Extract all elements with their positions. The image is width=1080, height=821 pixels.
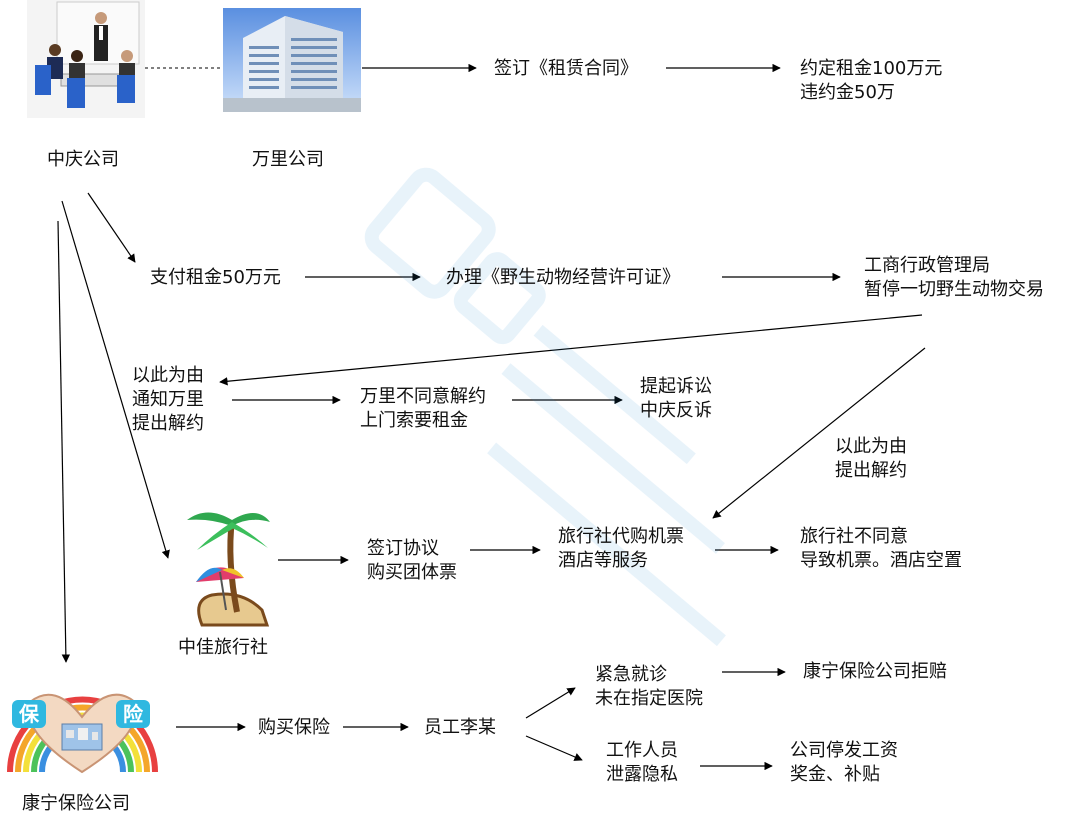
node-refuse-claim: 康宁保险公司拒赔 — [803, 661, 947, 682]
node-license: 办理《野生动物经营许可证》 — [446, 267, 680, 288]
node-pay-rent: 支付租金50万元 — [150, 267, 281, 288]
meeting-picture — [27, 0, 145, 118]
node-notify: 以此为由通知万里提出解约 — [132, 365, 204, 434]
building-picture — [223, 8, 361, 112]
arrow-bureau-to-notify — [219, 314, 923, 386]
arrow-employee-to-emergency — [525, 687, 576, 719]
insurance-picture: 保 险 — [0, 672, 165, 782]
arrow-zhongqing-to-pay — [87, 192, 136, 263]
node-kangning: 康宁保险公司 — [22, 793, 130, 814]
node-staff: 工作人员泄露隐私 — [606, 740, 678, 785]
node-zhongqing: 中庆公司 — [47, 149, 119, 170]
node-buy-insurance: 购买保险 — [258, 717, 330, 738]
beach-picture — [182, 500, 272, 628]
node-zhongjia: 中佳旅行社 — [178, 637, 268, 658]
node-employee: 员工李某 — [424, 717, 496, 738]
node-sign-agreement: 签订协议购买团体票 — [367, 538, 457, 583]
node-wanli: 万里公司 — [252, 149, 324, 170]
node-wanli-refuse: 万里不同意解约上门索要租金 — [360, 386, 486, 431]
arrow-employee-to-staff — [525, 735, 583, 761]
node-stop-pay: 公司停发工资奖金、补贴 — [790, 740, 898, 785]
node-agency-refuse: 旅行社不同意导致机票。酒店空置 — [800, 526, 962, 571]
arrow-zhongqing-to-zhongjia — [61, 200, 170, 559]
node-agreed-rent: 约定租金100万元违约金50万 — [800, 58, 943, 103]
insurance-sign-xian: 险 — [116, 700, 150, 728]
arrow-bureau-to-agency — [712, 347, 926, 519]
node-reason2: 以此为由提出解约 — [835, 436, 907, 481]
node-lawsuit: 提起诉讼中庆反诉 — [640, 376, 712, 421]
node-emergency: 紧急就诊未在指定医院 — [595, 664, 703, 709]
node-bureau: 工商行政管理局暂停一切野生动物交易 — [864, 255, 1044, 300]
node-agency-service: 旅行社代购机票酒店等服务 — [558, 526, 684, 571]
node-sign-lease: 签订《租赁合同》 — [494, 58, 638, 79]
insurance-sign-bao: 保 — [12, 700, 46, 728]
arrow-zhongqing-to-kangning — [57, 220, 71, 663]
